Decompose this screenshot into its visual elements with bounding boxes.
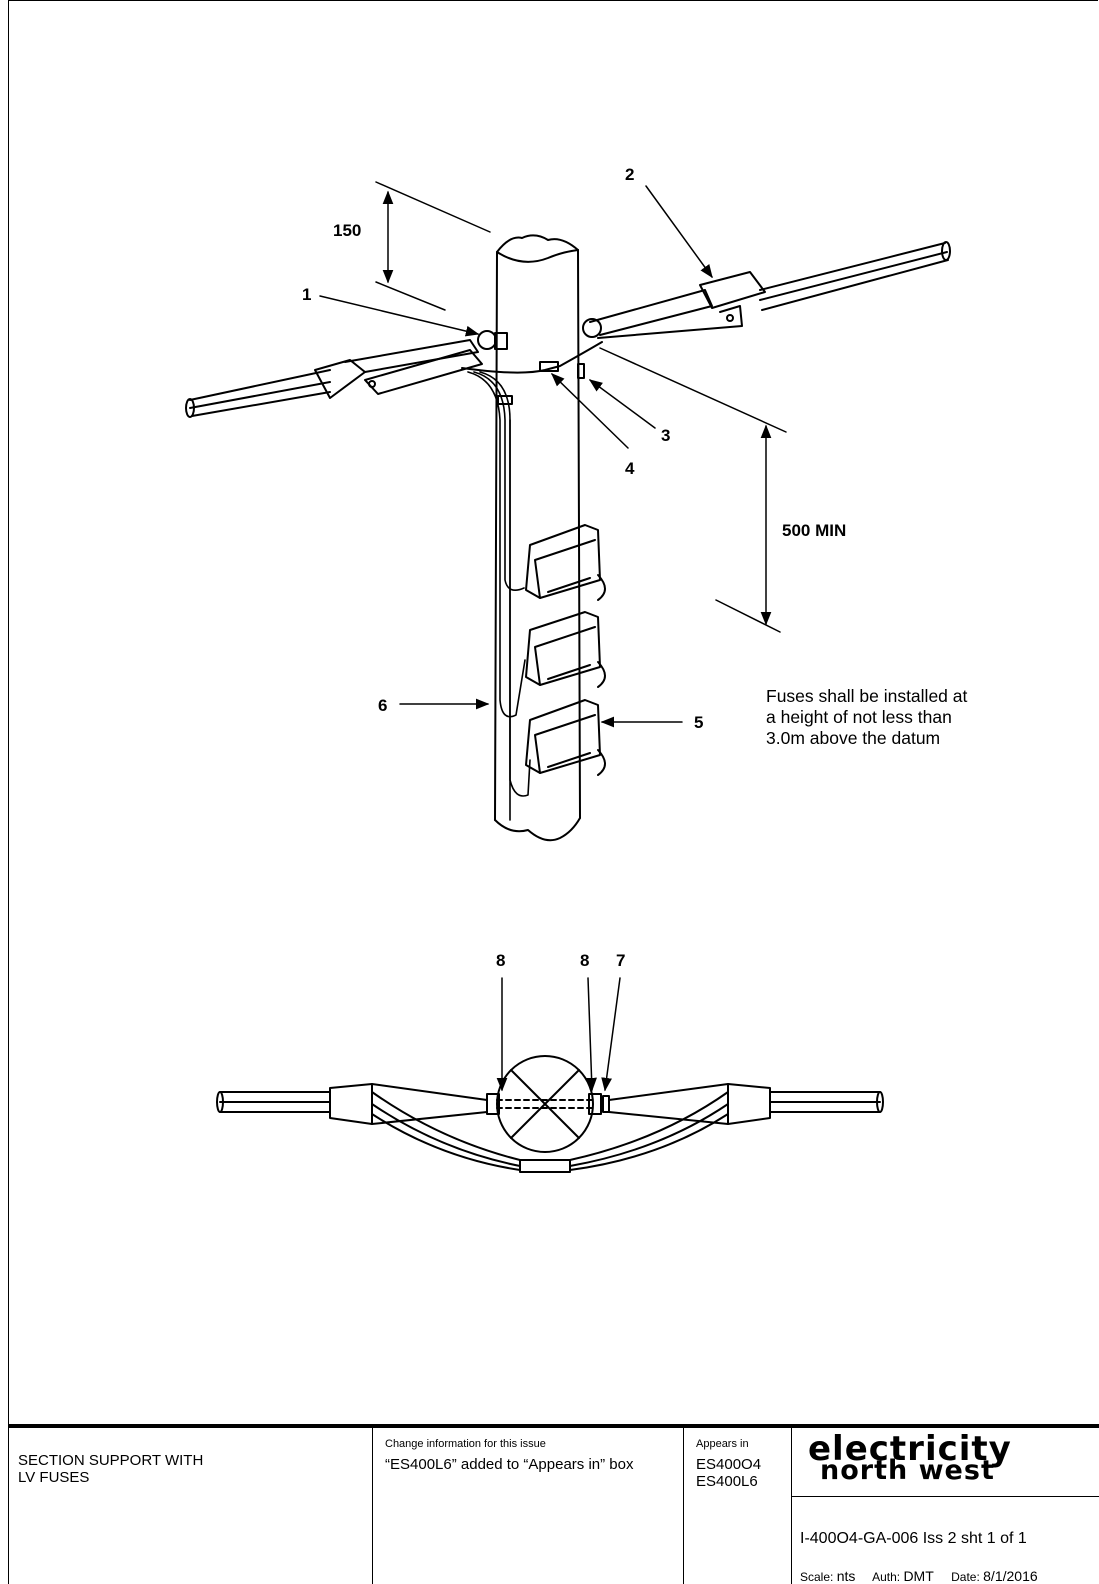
down-cables — [467, 371, 531, 821]
right-tension-clamp — [582, 271, 766, 339]
callout-6: 6 — [378, 696, 387, 715]
appears-in-cell: Appears in ES400O4 ES400L6 — [684, 1428, 792, 1584]
bracket-left — [494, 332, 508, 350]
note-line: a height of not less than — [766, 707, 952, 727]
callout-2: 2 — [625, 165, 634, 184]
drawing-number: I-400O4-GA-006 Iss 2 sht 1 of 1 — [800, 1530, 1027, 1547]
bracket-right — [577, 363, 585, 379]
change-label: Change information for this issue — [385, 1438, 546, 1450]
meta-row: Scale: nts Auth: DMT Date: 8/1/2016 — [800, 1568, 1052, 1584]
callout-3: 3 — [661, 426, 670, 445]
dimension-500-label: 500 MIN — [782, 521, 846, 540]
fuse-unit-1 — [525, 524, 606, 601]
date-label: Date: — [951, 1570, 980, 1584]
appears-item: ES400L6 — [696, 1473, 758, 1490]
fuse-unit-3 — [525, 699, 606, 776]
drawing-frame — [8, 0, 1098, 1584]
callout-7: 7 — [616, 951, 625, 970]
fuse-height-note: Fuses shall be installed at a height of … — [766, 686, 1066, 749]
callout-8-right: 8 — [580, 951, 589, 970]
fuse-unit-2 — [525, 611, 606, 688]
note-line: 3.0m above the datum — [766, 728, 941, 748]
dimension-150 — [375, 181, 491, 311]
right-conductor-bundle — [759, 241, 951, 311]
leader-lines — [319, 185, 713, 1092]
left-tension-clamp — [314, 330, 497, 399]
brand-line-2: north west — [820, 1455, 995, 1486]
brand-logo: electricity north west — [808, 1432, 1012, 1486]
change-text: “ES400L6” added to “Appears in” box — [385, 1456, 634, 1473]
auth-label: Auth: — [872, 1570, 901, 1584]
appears-item: ES400O4 — [696, 1456, 762, 1473]
cable-cleat — [497, 395, 513, 405]
left-conductor-bundle — [185, 369, 331, 418]
change-cell: Change information for this issue “ES400… — [373, 1428, 684, 1584]
title-cell: SECTION SUPPORT WITH LV FUSES — [8, 1428, 373, 1584]
dimension-150-label: 150 — [333, 221, 361, 240]
note-line: Fuses shall be installed at — [766, 686, 968, 706]
link-cable — [461, 341, 603, 374]
callout-5: 5 — [694, 713, 703, 732]
appears-label: Appears in — [696, 1438, 749, 1450]
date-value: 8/1/2016 — [983, 1568, 1038, 1584]
connector — [539, 361, 559, 372]
scale-label: Scale: — [800, 1570, 834, 1584]
callout-8-left: 8 — [496, 951, 505, 970]
callout-1: 1 — [302, 285, 311, 304]
scale-value: nts — [836, 1568, 856, 1584]
callout-4: 4 — [625, 459, 635, 478]
dimension-500 — [599, 347, 787, 633]
plan-view — [216, 1055, 884, 1173]
pole — [494, 234, 581, 842]
brand-divider — [792, 1496, 1099, 1497]
auth-value: DMT — [903, 1568, 934, 1584]
drawing-title-line2: LV FUSES — [18, 1469, 90, 1486]
title-block: SECTION SUPPORT WITH LV FUSES Change inf… — [8, 1424, 1099, 1584]
brand-cell: electricity north west I-400O4-GA-006 Is… — [792, 1428, 1099, 1584]
installation-diagram: 150 500 MIN 1 2 3 4 6 5 8 8 7 — [185, 165, 951, 1173]
drawing-title-line1: SECTION SUPPORT WITH — [18, 1452, 204, 1469]
